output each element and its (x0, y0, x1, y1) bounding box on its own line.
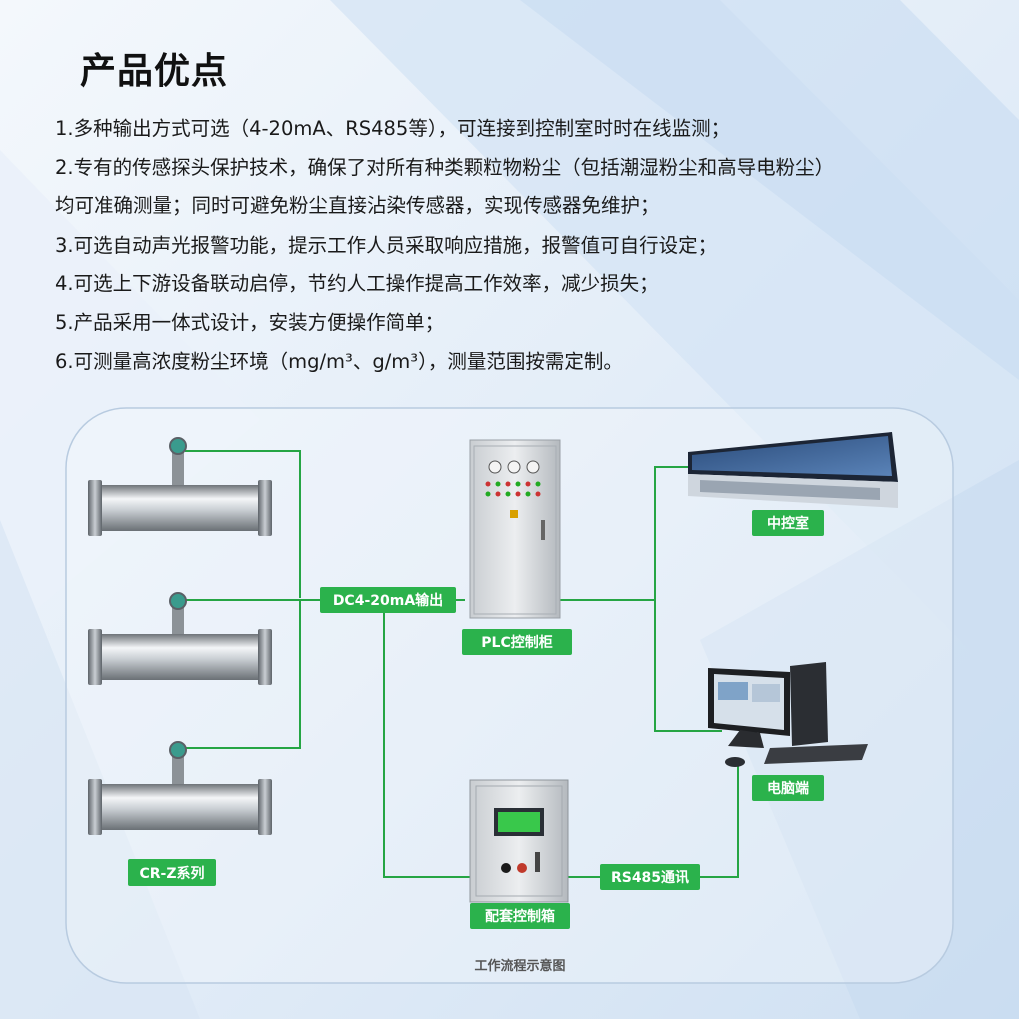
feature-line: 5.产品采用一体式设计，安装方便操作简单； (55, 311, 445, 334)
sensor-pipe-3 (88, 741, 272, 835)
control-box-image (469, 779, 569, 903)
feature-line: 均可准确测量；同时可避免粉尘直接沾染传感器，实现传感器免维护； (55, 194, 660, 217)
feature-line: 6.可测量高浓度粉尘环境（mg/m³、g/m³），测量范围按需定制。 (55, 350, 623, 373)
label-series: CR-Z系列 (128, 859, 216, 886)
control-room-image (688, 432, 898, 508)
plc-cabinet-image (469, 439, 561, 619)
diagram-caption: 工作流程示意图 (474, 959, 566, 974)
label-computer: 电脑端 (752, 775, 824, 801)
label-control-room: 中控室 (752, 510, 824, 536)
feature-line: 1.多种输出方式可选（4-20mA、RS485等），可连接到控制室时时在线监测； (55, 117, 731, 140)
feature-line: 4.可选上下游设备联动启停，节约人工操作提高工作效率，减少损失； (55, 272, 659, 295)
sensor-pipe-1 (88, 437, 272, 536)
feature-line: 3.可选自动声光报警功能，提示工作人员采取响应措施，报警值可自行设定； (55, 234, 718, 257)
computer-image (708, 662, 868, 767)
feature-line: 2.专有的传感探头保护技术，确保了对所有种类颗粒物粉尘（包括潮湿粉尘和高导电粉尘… (55, 156, 835, 179)
sensor-pipe-2 (88, 592, 272, 685)
label-control-box: 配套控制箱 (470, 903, 570, 929)
label-output: DC4-20mA输出 (320, 587, 456, 613)
label-plc: PLC控制柜 (462, 629, 572, 655)
diagram-frame (65, 407, 954, 984)
page-title: 产品优点 (80, 51, 229, 92)
label-rs485: RS485通讯 (600, 864, 700, 890)
